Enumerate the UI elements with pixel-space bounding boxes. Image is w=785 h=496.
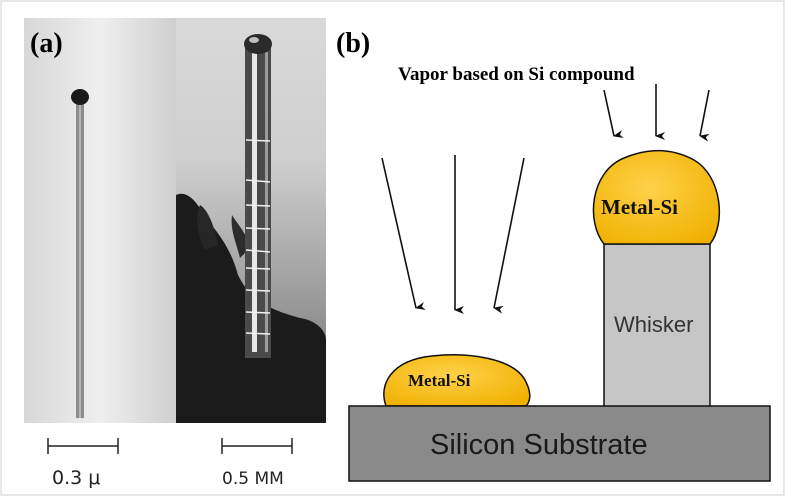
vapor-arrow (603, 89, 624, 138)
whisker-thin-tip (71, 89, 89, 105)
vapor-arrow (381, 157, 426, 310)
whisker-thick-bands (245, 139, 271, 335)
vapor-arrow (699, 89, 710, 142)
droplet-left (383, 354, 531, 407)
vapor-arrow (493, 157, 525, 314)
vapor-arrows-left (381, 155, 525, 314)
panel-a-label: (a) (30, 28, 63, 59)
whisker-label: Whisker (614, 312, 693, 337)
panel-a: (a) 0.3 μ 0.5 MM (24, 18, 326, 489)
whisker-thin-highlight (79, 100, 81, 418)
silicon-substrate (348, 405, 771, 482)
vapor-label: Vapor based on Si compound (398, 64, 635, 85)
scale-label-right: 0.5 MM (222, 469, 284, 489)
substrate-label: Silicon Substrate (430, 429, 648, 461)
shadow-branch (197, 205, 218, 250)
droplet-right (592, 150, 721, 245)
droplet-left-label: Metal-Si (408, 371, 471, 390)
whisker-thick-tip-shine (249, 37, 259, 43)
micrograph-left (24, 18, 176, 423)
whisker-thick-highlight (252, 52, 257, 352)
panel-b: (b) Vapor based on Si compound Whisker M… (336, 28, 771, 482)
vapor-arrows-right (603, 84, 710, 142)
droplet-right-label: Metal-Si (601, 195, 678, 219)
scale-bar-left (47, 438, 119, 454)
whisker-thick-tip (244, 34, 272, 54)
scale-bar-right (221, 438, 293, 454)
whisker-column (603, 243, 711, 408)
whisker-thick-edge (265, 52, 268, 352)
panel-b-label: (b) (336, 28, 370, 59)
scale-label-left: 0.3 μ (52, 467, 100, 489)
